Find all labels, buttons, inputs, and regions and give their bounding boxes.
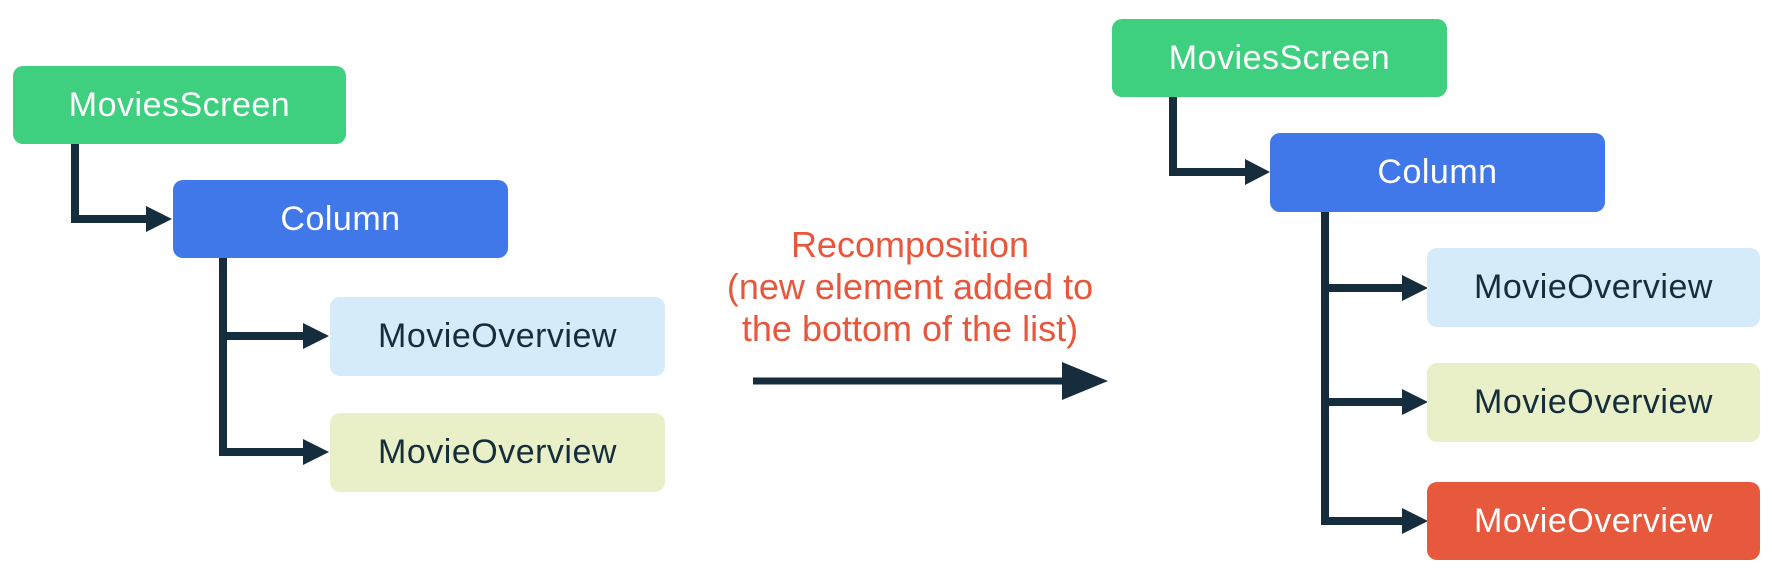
left-column-trunk-connector bbox=[219, 258, 303, 456]
right-column-trunk-connector bbox=[1321, 212, 1402, 525]
left-tree-moviesscreen-node: MoviesScreen bbox=[13, 66, 346, 144]
right-root-to-column-connector bbox=[1169, 97, 1245, 176]
right-branch3-arrowhead-icon bbox=[1402, 508, 1428, 534]
node-label: MovieOverview bbox=[1474, 501, 1713, 540]
left-branch2-arrowhead-icon bbox=[303, 439, 329, 465]
left-branch1-arrowhead-icon bbox=[303, 323, 329, 349]
node-label: Column bbox=[1377, 153, 1498, 191]
right-tree-column-node: Column bbox=[1270, 133, 1605, 212]
annotation-line-1: Recomposition bbox=[790, 224, 1030, 265]
node-label: MoviesScreen bbox=[68, 85, 291, 124]
left-root-to-column-connector bbox=[71, 144, 146, 223]
right-branch1-arrowhead-icon bbox=[1402, 275, 1428, 301]
right-tree-movieoverview-1-node: MovieOverview bbox=[1427, 248, 1760, 327]
right-tree-movieoverview-2-node: MovieOverview bbox=[1427, 363, 1760, 442]
right-tree-moviesscreen-node: MoviesScreen bbox=[1112, 19, 1447, 97]
recomposition-annotation: Recomposition (new element added to the … bbox=[655, 224, 1165, 350]
node-label: MovieOverview bbox=[378, 317, 617, 355]
node-label: MovieOverview bbox=[1474, 268, 1713, 306]
left-tree-column-node: Column bbox=[173, 180, 508, 258]
node-label: MovieOverview bbox=[378, 433, 617, 471]
left-root-to-column-arrowhead-icon bbox=[146, 206, 172, 232]
node-label: MovieOverview bbox=[1474, 383, 1713, 421]
right-branch2-arrowhead-icon bbox=[1402, 389, 1428, 415]
left-tree-movieoverview-1-node: MovieOverview bbox=[330, 297, 665, 376]
right-root-to-column-arrowhead-icon bbox=[1245, 159, 1270, 185]
right-tree-movieoverview-3-new-node: MovieOverview bbox=[1427, 482, 1760, 560]
left-tree-movieoverview-2-node: MovieOverview bbox=[330, 413, 665, 492]
node-label: MoviesScreen bbox=[1168, 38, 1391, 77]
recomposition-arrowhead-icon bbox=[1062, 362, 1108, 400]
node-label: Column bbox=[280, 199, 401, 238]
annotation-line-3: the bottom of the list) bbox=[741, 308, 1079, 349]
annotation-line-2: (new element added to bbox=[726, 266, 1094, 307]
